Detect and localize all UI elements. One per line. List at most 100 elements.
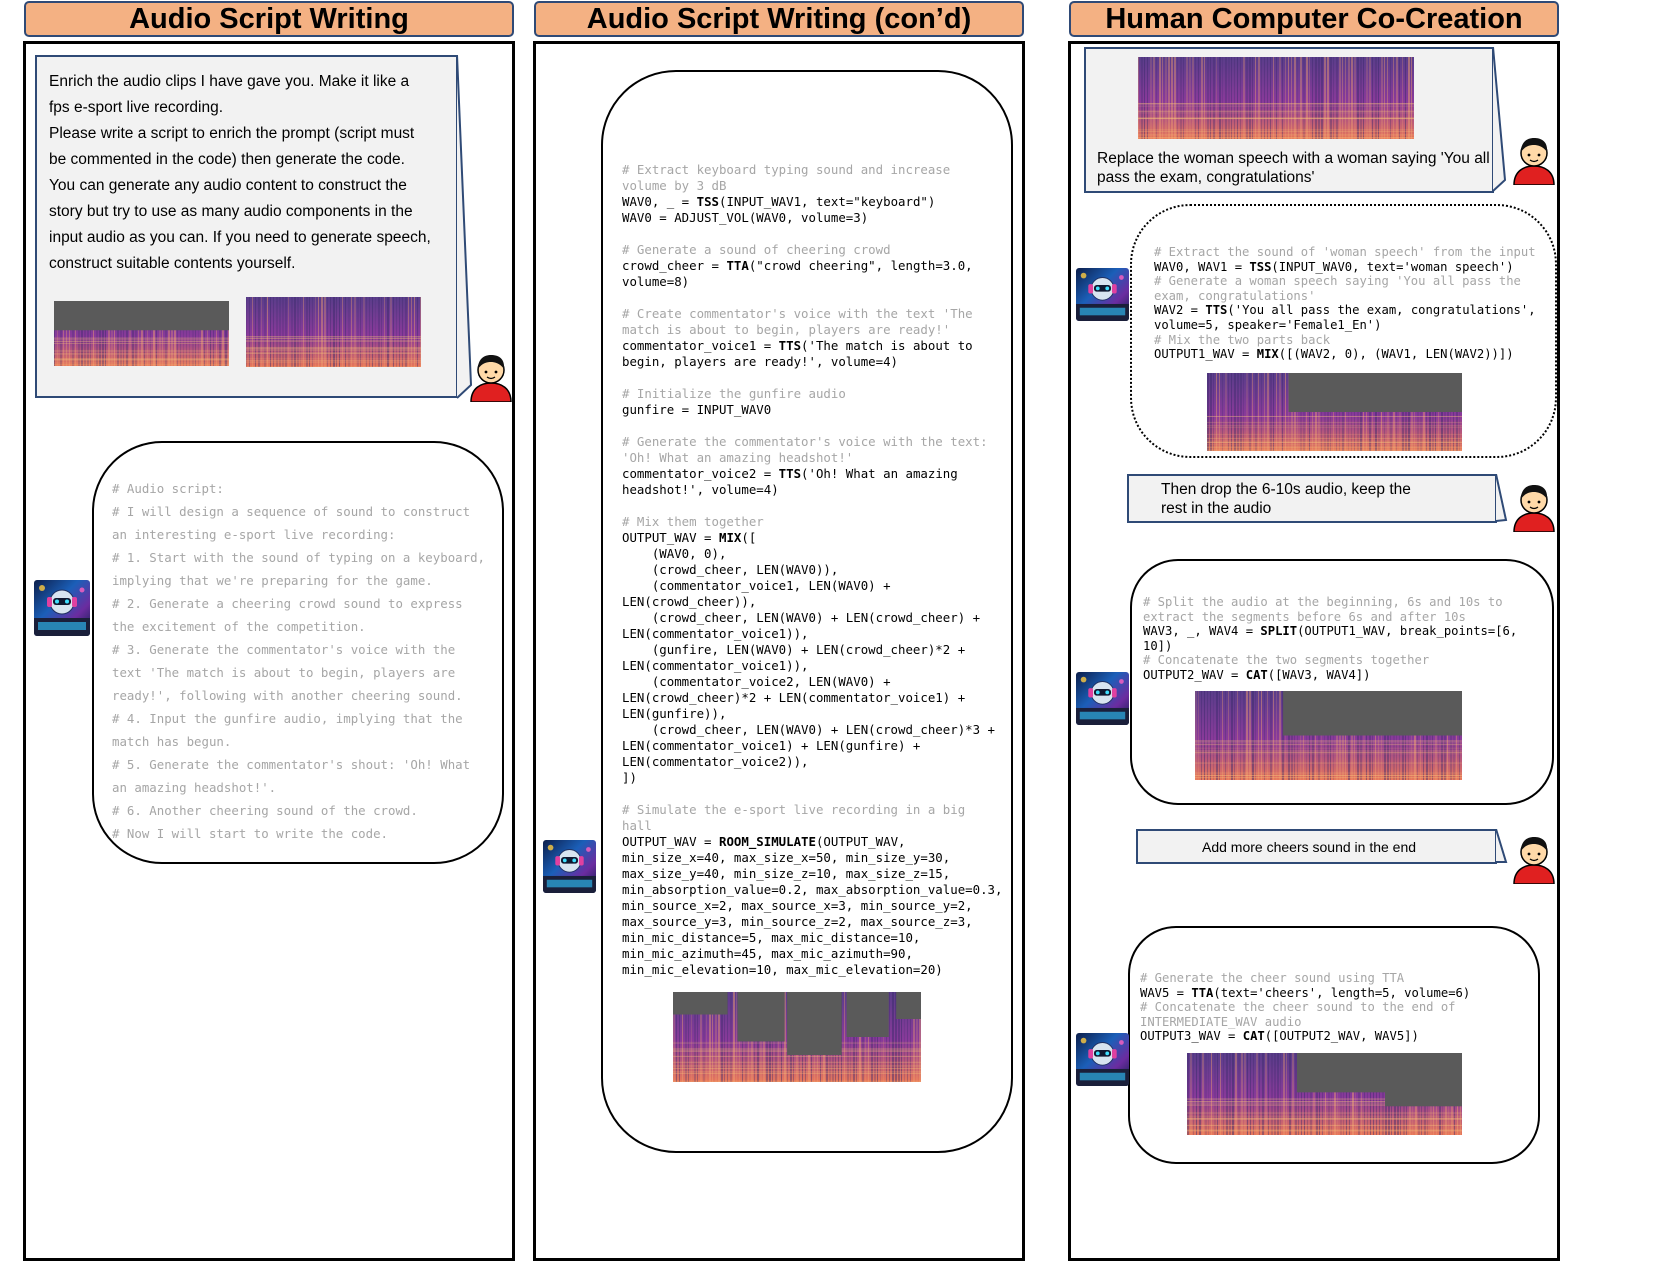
script-line: ready!', following with another cheering… [112,688,463,703]
script-line: the excitement of the competition. [112,619,366,634]
code-line: LEN(commentator_voice1)), [622,658,809,673]
code-line [622,370,1002,386]
code-line: LEN(crowd_cheer)), [622,594,757,609]
code-function-name: TSS [696,194,719,209]
code-line: hall [622,818,652,833]
robot-glyph [1076,272,1129,321]
code-line: extract the segments before 6s and after… [1143,609,1466,624]
code-line: # Mix them together [622,514,764,529]
code-bubble-main [601,70,1013,1153]
input-spectrogram-3 [1138,57,1414,139]
user-request-text-1: Replace the woman speech with a woman sa… [1097,149,1490,187]
request-line: rest in the audio [1161,500,1272,517]
code-line: commentator_voice2 = TTS('Oh! What an am… [622,466,958,481]
code-function-name: TSS [1249,259,1272,274]
code-line [622,418,1002,434]
output-spectrogram-1 [1207,373,1462,451]
prompt-line: be commented in the code) then generate … [49,151,405,168]
code-line: LEN(gunfire)), [622,706,727,721]
prompt-line: fps e-sport live recording. [49,99,224,116]
code-line: gunfire = INPUT_WAV0 [622,402,772,417]
user-request-bubble-2: Then drop the 6-10s audio, keep the rest … [1127,474,1497,523]
code-function-name: TTS [1205,303,1228,318]
code-line: (crowd_cheer, LEN(WAV0) + LEN(crowd_chee… [622,610,981,625]
user-request-text-2: Then drop the 6-10s audio, keep the rest … [1161,480,1411,518]
code-line: headshot!', volume=4) [622,482,779,497]
script-line: # 1. Start with the sound of typing on a… [112,550,485,565]
code-line: min_size_x=40, max_size_x=50, min_size_y… [622,850,951,865]
code-line: min_source_x=2, max_source_x=3, min_sour… [622,898,973,913]
code-line: (crowd_cheer, LEN(WAV0)), [622,562,839,577]
code-function-name: CAT [1242,1029,1265,1044]
code-line: # Generate a sound of cheering crowd [622,242,891,257]
request-bubble-tail-3 [1495,829,1508,863]
robot-glyph [543,844,596,893]
code-line: OUTPUT3_WAV = CAT([OUTPUT2_WAV, WAV5]) [1140,1029,1419,1044]
script-line: # 3. Generate the commentator's voice wi… [112,642,456,657]
code-line: LEN(commentator_voice1)), [622,626,809,641]
script-line: # 6. Another cheering sound of the crowd… [112,803,418,818]
code-line: (commentator_voice2, LEN(WAV0) + [622,674,891,689]
person-glyph [1513,485,1555,533]
code-function-name: SPLIT [1260,624,1298,639]
person-glyph [1513,138,1555,186]
code-line: # Generate the commentator's voice with … [622,434,988,449]
robot-glyph [1076,676,1129,725]
code-block-main: # Extract keyboard typing sound and incr… [622,162,1002,978]
robot-dj-avatar-icon [543,840,596,893]
code-line [622,290,1002,306]
code-line: WAV3, _, WAV4 = SPLIT(OUTPUT1_WAV, break… [1143,624,1518,639]
script-line: text 'The match is about to begin, playe… [112,665,456,680]
code-line: max_size_y=40, min_size_z=10, max_size_z… [622,866,951,881]
user-request-bubble-1: Replace the woman speech with a woman sa… [1084,47,1494,193]
robot-dj-avatar-icon [1076,1033,1129,1086]
code-line: min_absorption_value=0.2, max_absorption… [622,882,1003,897]
script-line: match has begun. [112,734,232,749]
user-request-bubble-3: Add more cheers sound in the end [1136,829,1497,864]
code-line: LEN(commentator_voice2)), [622,754,809,769]
code-line: WAV0, WAV1 = TSS(INPUT_WAV0, text='woman… [1154,259,1514,274]
code-line: ]) [622,770,637,785]
code-function-name: ROOM_SIMULATE [718,834,816,849]
code-line: OUTPUT1_WAV = MIX([(WAV2, 0), (WAV1, LEN… [1154,347,1514,362]
code-line: OUTPUT_WAV = ROOM_SIMULATE(OUTPUT_WAV, [622,834,906,849]
script-line: # 5. Generate the commentator's shout: '… [112,757,471,772]
code-block-2: # Split the audio at the beginning, 6s a… [1143,595,1517,683]
prompt-line: input audio as you can. If you need to g… [49,229,431,246]
code-line: OUTPUT_WAV = MIX([ [622,530,757,545]
script-line: # Audio script: [112,481,224,496]
prompt-line: story but try to use as many audio compo… [49,203,413,220]
code-line: min_mic_distance=5, max_mic_distance=10, [622,930,921,945]
audio-script-text: # Audio script:# I will design a sequenc… [112,477,485,845]
code-line: volume=5, speaker='Female1_En') [1154,317,1382,332]
person-avatar-icon [1510,832,1558,885]
code-line: # Extract keyboard typing sound and incr… [622,162,951,177]
code-line: max_source_y=3, min_source_z=2, max_sour… [622,914,973,929]
output-spectrogram-2 [1195,691,1462,780]
code-line: WAV5 = TTA(text='cheers', length=5, volu… [1140,985,1471,1000]
request-line: Then drop the 6-10s audio, keep the [1161,481,1411,498]
script-line: # 4. Input the gunfire audio, implying t… [112,711,463,726]
script-line: an interesting e-sport live recording: [112,527,396,542]
code-line: # Create commentator's voice with the te… [622,306,973,321]
script-line: implying that we're preparing for the ga… [112,573,433,588]
code-function-name: TTS [778,338,802,353]
code-line: # Generate the cheer sound using TTA [1140,971,1405,985]
code-function-name: MIX [718,530,742,545]
robot-dj-avatar-icon [34,580,90,636]
robot-glyph [1076,1037,1129,1086]
code-line [622,226,1002,242]
spectrogram-image [1138,57,1414,139]
spectrogram-image [54,301,229,366]
user-prompt-bubble: Enrich the audio clips I have gave you. … [35,55,458,398]
code-line: volume=8) [622,274,690,289]
code-line: (crowd_cheer, LEN(WAV0) + LEN(crowd_chee… [622,722,995,737]
code-line: # Simulate the e-sport live recording in… [622,802,966,817]
code-line: # Generate a woman speech saying 'You al… [1154,274,1521,289]
code-line: WAV0 = ADJUST_VOL(WAV0, volume=3) [622,210,869,225]
code-line: # Mix the two parts back [1154,332,1331,347]
robot-dj-avatar-icon [1076,268,1129,321]
person-avatar-icon [1510,133,1558,186]
code-line: 10]) [1143,638,1173,653]
